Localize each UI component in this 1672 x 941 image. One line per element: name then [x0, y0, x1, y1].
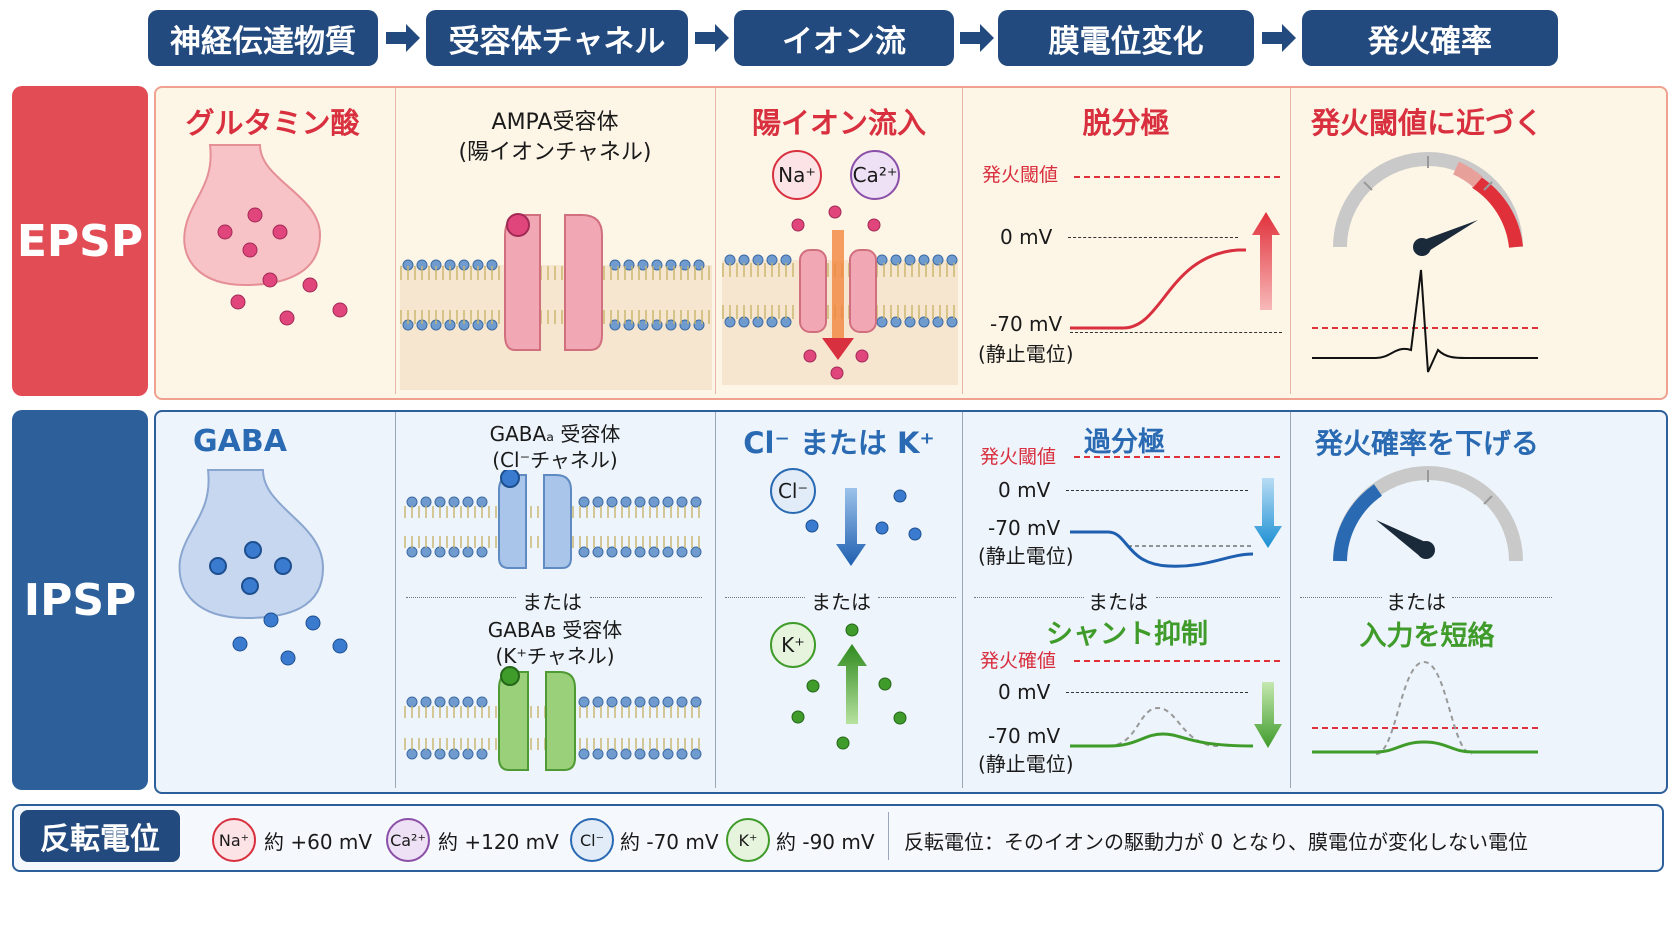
zero-line [1068, 237, 1238, 238]
or-divider [974, 597, 1084, 598]
ipsp-rest-sub: (静止電位) [978, 544, 1074, 568]
reversal-potential-legend [12, 804, 1664, 872]
ipsp-rest2-sub: (静止電位) [978, 752, 1074, 776]
depolarization-curve-icon [1070, 212, 1280, 330]
ipsp-threshold2-label: 発火確値 [980, 650, 1057, 672]
ipsp-potential-title: 過分極 [1084, 427, 1165, 458]
ipsp-firing-title2: 入力を短絡 [1359, 621, 1495, 652]
ipsp-row-label: IPSP [12, 410, 148, 790]
epsp-firing-title: 発火閾値に近づく [1310, 106, 1543, 140]
legend-note: 反転電位：そのイオンの駆動力が 0 となり、膜電位が変化しない電位 [904, 830, 1529, 854]
legend-sodium-value: 約 +60 mV [264, 830, 373, 854]
divider [395, 412, 396, 788]
divider [715, 412, 716, 788]
divider [395, 88, 396, 394]
cation-channel-influx-icon [722, 205, 958, 385]
or-divider [1156, 597, 1280, 598]
epsp-receptor-name: AMPA受容体 [491, 110, 619, 135]
gaba-a-receptor-membrane-icon [404, 470, 704, 569]
or-divider [406, 597, 516, 598]
gaba-b-receptor-membrane-icon [404, 666, 704, 771]
legend-calcium-icon: Ca²⁺ [386, 818, 430, 862]
calcium-ion-icon: Ca²⁺ [850, 150, 900, 200]
ampa-receptor-membrane-icon [400, 213, 712, 390]
epsp-ion-flow-title: 陽イオン流入 [751, 106, 926, 140]
arrow-right-icon [960, 24, 994, 52]
potassium-efflux-arrow-icon [791, 623, 907, 750]
ipsp-zero-label: 0 mV [998, 478, 1051, 502]
divider [962, 412, 963, 788]
ipsp-shunt-title: シャント抑制 [1046, 619, 1208, 650]
epsp-zero-label: 0 mV [1000, 225, 1053, 249]
arrow-right-icon [695, 24, 729, 52]
ipsp-rest-label: -70 mV [988, 516, 1061, 540]
ipsp-potential-or: または [1088, 590, 1148, 614]
ipsp-receptor-b-type: (K⁺チャネル) [495, 644, 615, 668]
shunt-firing-curve-icon [1312, 660, 1538, 755]
or-divider [1300, 597, 1382, 598]
divider [962, 88, 963, 394]
hyperpolarization-curve-icon [1070, 478, 1282, 568]
or-divider [878, 597, 956, 598]
legend-title: 反転電位 [20, 810, 180, 862]
epsp-threshold-label: 発火閾値 [982, 164, 1059, 186]
legend-chloride-value: 約 -70 mV [620, 830, 719, 854]
presynaptic-terminal-icon [178, 469, 348, 666]
epsp-transmitter-title: グルタミン酸 [185, 106, 360, 140]
ipsp-rest2-label: -70 mV [988, 724, 1061, 748]
header-step-transmitter: 神経伝達物質 [148, 10, 378, 66]
header-step-receptor: 受容体チャネル [426, 10, 688, 66]
ipsp-receptor-or: または [522, 590, 582, 614]
epsp-row-label: EPSP [12, 86, 148, 396]
zero-line [1066, 490, 1248, 491]
ipsp-threshold-label: 発火閾値 [980, 446, 1057, 468]
divider [1290, 412, 1291, 788]
ipsp-ion-flow-title: Cl⁻ または K⁺ [743, 426, 935, 460]
ipsp-receptor-a-name: GABAₐ 受容体 [489, 422, 621, 446]
or-divider [725, 597, 805, 598]
header-step-potential: 膜電位変化 [998, 10, 1254, 66]
ipsp-transmitter-title: GABA [193, 424, 287, 459]
ipsp-ion-or: または [811, 590, 871, 614]
ipsp-firing-title: 発火確率を下げる [1314, 427, 1539, 460]
zero-line [1066, 692, 1248, 693]
threshold-line [1074, 176, 1280, 178]
epsp-rest-sub: (静止電位) [978, 342, 1074, 366]
ipsp-receptor-a-type: (Cl⁻チャネル) [492, 448, 618, 472]
legend-chloride-icon: Cl⁻ [570, 818, 614, 862]
or-divider [1452, 597, 1552, 598]
threshold-line [1074, 660, 1280, 662]
legend-potassium-value: 約 -90 mV [776, 830, 875, 854]
header-step-ion-flow: イオン流 [734, 10, 954, 66]
arrow-right-icon [1262, 24, 1296, 52]
chloride-influx-arrow-icon [805, 488, 922, 566]
presynaptic-terminal-icon [183, 144, 348, 326]
shunt-inhibition-curve-icon [1070, 682, 1282, 748]
chloride-ion-icon: Cl⁻ [770, 468, 816, 514]
ipsp-receptor-b-name: GABAʙ 受容体 [487, 618, 623, 642]
divider [1290, 88, 1291, 394]
firing-gauge-high-icon [1312, 152, 1538, 373]
ipsp-zero2-label: 0 mV [998, 680, 1051, 704]
legend-sodium-icon: Na⁺ [212, 818, 256, 862]
rest-line [1070, 332, 1282, 333]
epsp-rest-label: -70 mV [990, 312, 1063, 336]
epsp-potential-title: 脱分極 [1082, 106, 1170, 140]
ipsp-firing-or: または [1386, 590, 1446, 614]
sodium-ion-icon: Na⁺ [772, 150, 822, 200]
potassium-ion-icon: K⁺ [770, 622, 816, 668]
threshold-line [1074, 456, 1280, 458]
or-divider [590, 597, 702, 598]
arrow-right-icon [386, 24, 420, 52]
epsp-receptor-type: (陽イオンチャネル) [458, 140, 652, 165]
legend-calcium-value: 約 +120 mV [438, 830, 559, 854]
header-step-firing: 発火確率 [1302, 10, 1558, 66]
divider [715, 88, 716, 394]
divider [888, 812, 889, 860]
firing-gauge-low-icon [1333, 466, 1523, 562]
legend-potassium-icon: K⁺ [726, 818, 770, 862]
